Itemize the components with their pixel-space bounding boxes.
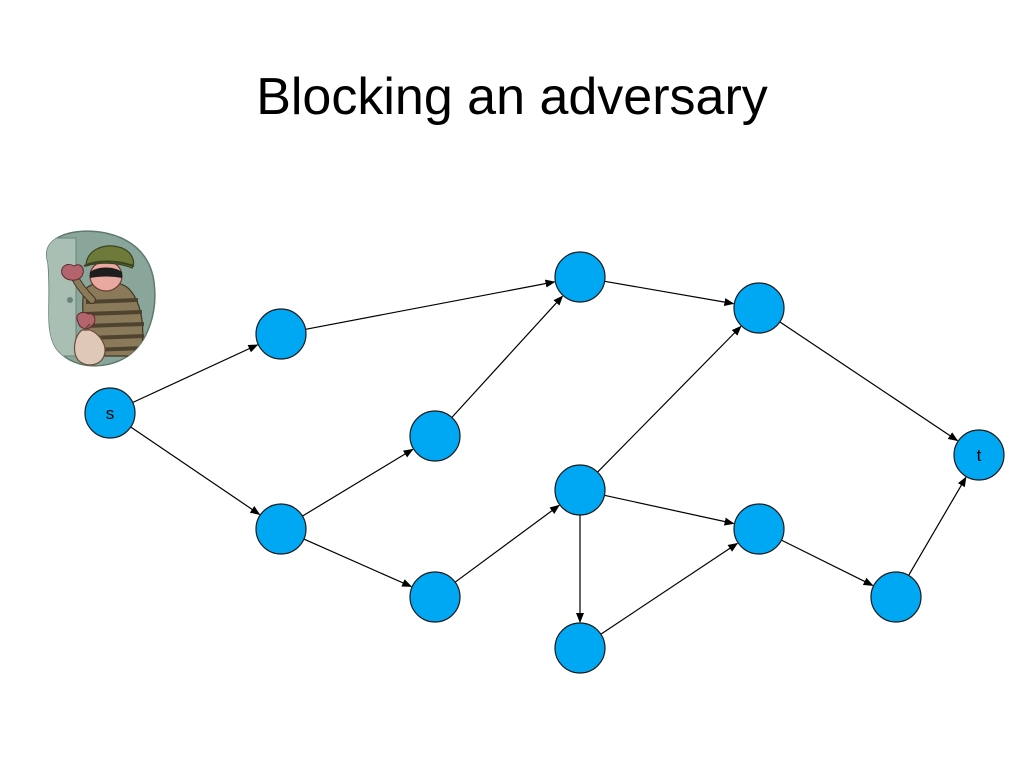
node-label-t: t [977, 446, 982, 465]
node-h [733, 503, 785, 555]
node-circle-s [84, 387, 136, 439]
node-f [554, 464, 606, 516]
edge-b-c [302, 448, 414, 517]
edge-b-d [303, 538, 413, 588]
edge-d-f [454, 504, 560, 583]
node-e [554, 251, 606, 303]
edge-f-h [604, 494, 735, 526]
edge-s-a [132, 344, 259, 404]
node-c [409, 410, 461, 462]
node-g [733, 282, 785, 334]
node-circle-t [953, 429, 1005, 481]
edge-e-g [604, 280, 735, 307]
node-d [409, 571, 461, 623]
node-s: s [84, 387, 136, 439]
slide-title: Blocking an adversary [256, 68, 768, 126]
node-circle-h [733, 503, 785, 555]
edge-h-j [781, 539, 874, 586]
edge-a-e [305, 279, 556, 330]
node-circle-f [554, 464, 606, 516]
node-circle-a [255, 308, 307, 360]
edge-f-g [597, 325, 742, 473]
node-i [554, 622, 606, 674]
edge-g-t [779, 321, 959, 442]
edge-j-t [908, 476, 967, 576]
edge-s-b [130, 426, 261, 515]
node-a [255, 308, 307, 360]
node-j [870, 571, 922, 623]
node-circle-j [870, 571, 922, 623]
burglar-icon [45, 230, 156, 367]
node-b [255, 503, 307, 555]
nodes-layer: st [84, 251, 1005, 674]
node-circle-c [409, 410, 461, 462]
node-circle-g [733, 282, 785, 334]
node-circle-e [554, 251, 606, 303]
node-label-s: s [106, 404, 115, 423]
edge-i-h [600, 542, 739, 635]
node-circle-i [554, 622, 606, 674]
node-circle-d [409, 571, 461, 623]
node-t: t [953, 429, 1005, 481]
node-circle-b [255, 503, 307, 555]
edge-c-e [451, 295, 564, 418]
edges-layer [130, 279, 967, 635]
